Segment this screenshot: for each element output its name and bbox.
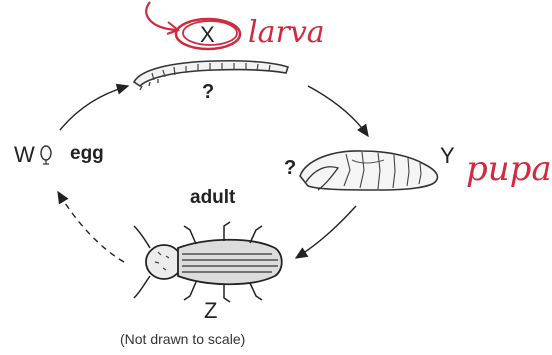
label-w: W: [14, 144, 35, 166]
arrow-larva-to-pupa: [308, 86, 368, 136]
egg-label: egg: [70, 144, 104, 163]
label-x: X: [200, 24, 215, 46]
egg-icon: [41, 146, 51, 164]
arrow-egg-to-larva: [60, 86, 128, 130]
pupa-icon: [300, 151, 438, 190]
unknown-larva-label: ?: [202, 82, 214, 102]
label-y: Y: [440, 145, 455, 167]
adult-label: adult: [190, 188, 235, 207]
arrow-pupa-to-adult: [296, 206, 356, 258]
handwritten-pupa: pupa: [466, 152, 552, 186]
scale-note: (Not drawn to scale): [120, 332, 245, 346]
handwritten-larva: larva: [248, 18, 325, 48]
beetle-icon: [134, 222, 282, 302]
label-z: Z: [204, 300, 217, 322]
unknown-pupa-label: ?: [284, 158, 296, 178]
arrow-adult-to-egg: [58, 192, 124, 262]
red-circle-annotation: [146, 2, 240, 49]
